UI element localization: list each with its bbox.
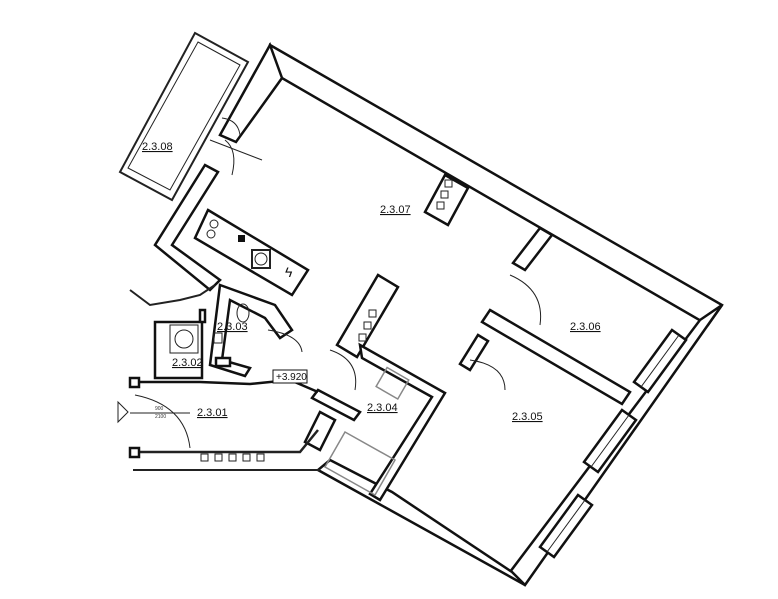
balcony-door — [209, 117, 263, 176]
wall-2304-left — [310, 388, 362, 422]
column-top — [423, 173, 470, 227]
column-center — [335, 273, 400, 359]
room-label-2307: 2.3.07 — [380, 204, 411, 216]
entrance-arrow — [117, 400, 129, 424]
sink — [375, 366, 410, 401]
door-2303 — [267, 329, 303, 353]
balcony-outline — [118, 31, 250, 202]
stair-lines — [129, 284, 216, 307]
wall-2306-upper — [511, 226, 554, 272]
washer — [213, 332, 223, 344]
wall-2305-top — [458, 333, 490, 372]
facade-openings — [200, 453, 265, 462]
room-label-2306: 2.3.06 — [570, 321, 601, 333]
door-jamb-top — [128, 376, 141, 389]
kitchen-counter: ϟ — [193, 208, 310, 297]
room-label-2302: 2.3.02 — [172, 357, 203, 369]
wall-bottom — [315, 458, 526, 587]
entrance-door — [134, 394, 191, 449]
level-mark-box — [272, 369, 308, 384]
door-2306 — [509, 274, 542, 326]
radiator — [214, 356, 232, 368]
room-label-2305: 2.3.05 — [512, 411, 543, 423]
door-jamb-bottom — [128, 446, 141, 459]
windows — [538, 328, 688, 559]
room-label-2308: 2.3.08 — [142, 141, 173, 153]
svg-text:ϟ: ϟ — [285, 264, 293, 280]
toilet — [236, 303, 250, 323]
door-2305 — [469, 359, 506, 391]
shower — [323, 430, 397, 497]
room-label-2304: 2.3.04 — [367, 402, 398, 414]
balcony-inner — [127, 41, 241, 191]
level-mark: +3.920 — [276, 372, 307, 383]
wall-2303 — [208, 283, 294, 378]
wall-left-mid — [153, 163, 222, 292]
wall-2302 — [153, 308, 207, 380]
room-label-2301: 2.3.01 — [197, 407, 228, 419]
door-mark-height: 2100 — [155, 414, 166, 420]
wall-2301 — [133, 378, 319, 394]
boiler-circle — [174, 329, 194, 349]
wall-top — [260, 43, 724, 327]
door-2304 — [329, 349, 357, 391]
room-label-2303: 2.3.03 — [217, 321, 248, 333]
wall-left-upper — [218, 41, 284, 144]
wall-2306-lower — [480, 308, 632, 406]
wall-2301-bottom — [133, 429, 319, 454]
wall-2304 — [358, 342, 447, 502]
boiler — [169, 324, 199, 354]
shaft — [303, 410, 337, 452]
door-mark-width: 900 — [155, 406, 164, 412]
